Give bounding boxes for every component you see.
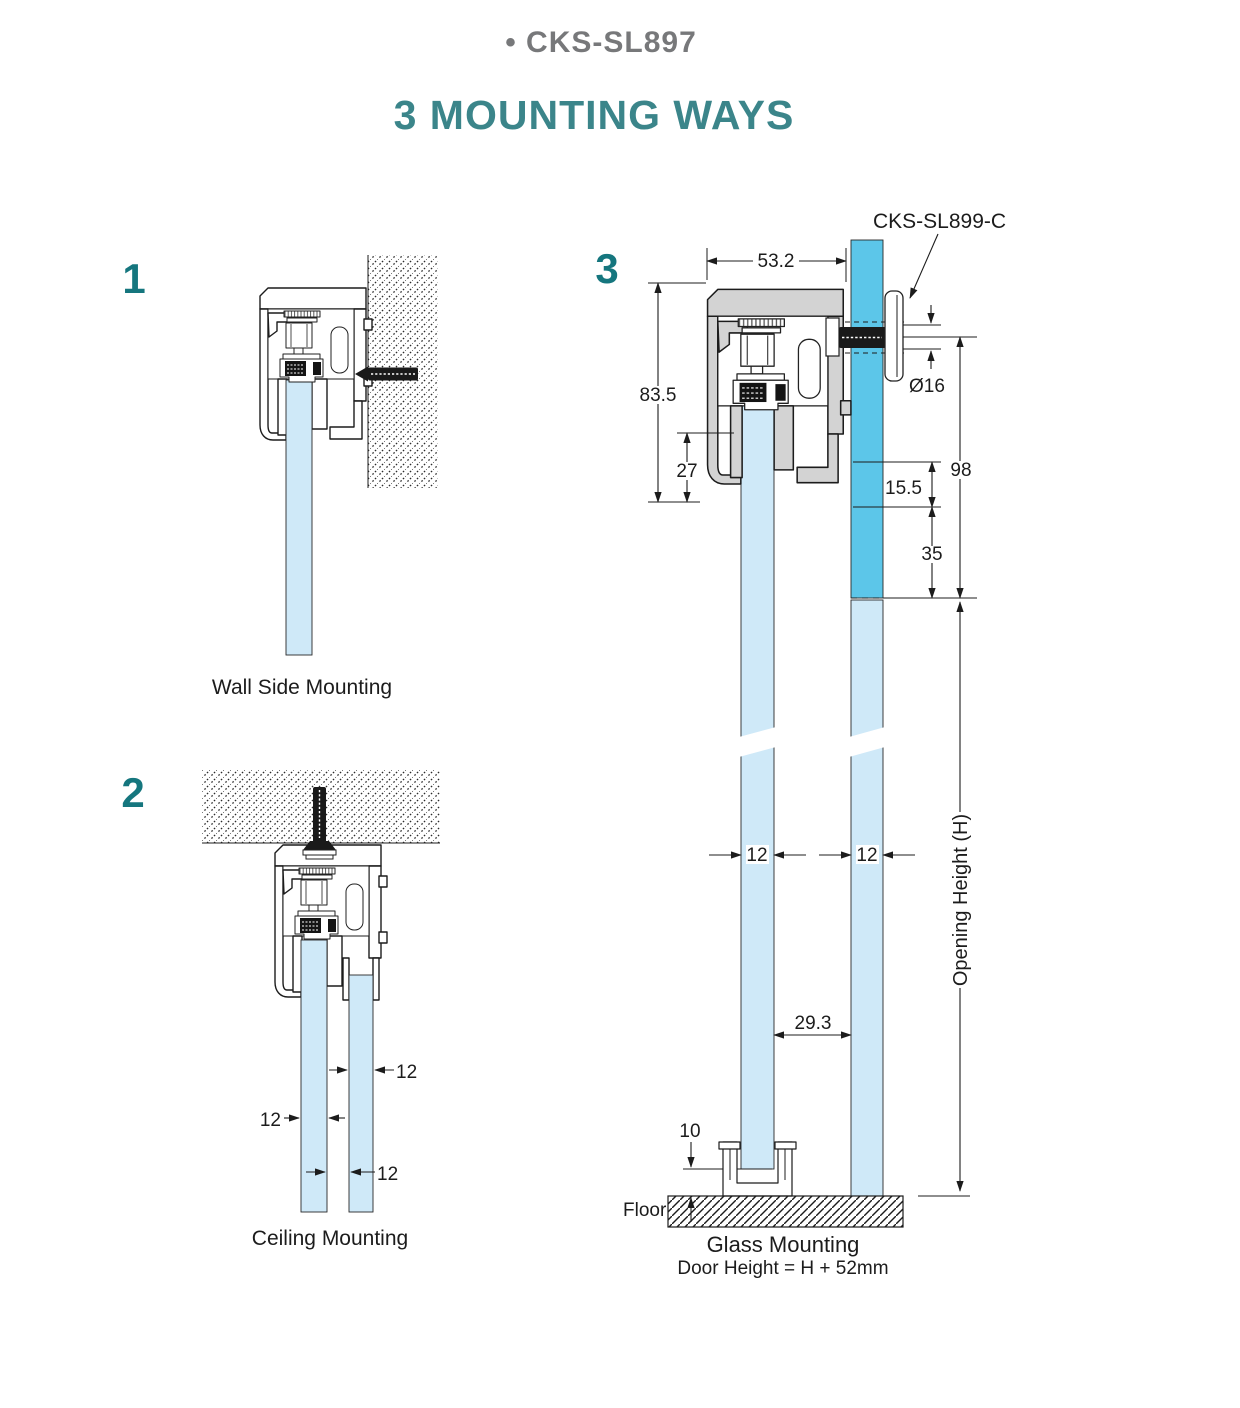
glass-point-fix-cap [884, 290, 904, 382]
ceiling-screw [302, 787, 337, 860]
svg-text:12: 12 [746, 845, 767, 866]
dim-glass-gap: 29.3 [773, 1013, 852, 1039]
svg-text:12: 12 [396, 1062, 417, 1083]
diagram-wall-side-mounting: 1 Wall Side Mounting [122, 255, 438, 699]
wall-screw [355, 366, 418, 382]
product-code: • CKS-SL897 [505, 26, 697, 59]
fixed-glass-panel [348, 974, 374, 1213]
dim-door-glass-thickness: 12 [709, 845, 806, 866]
floor-guide [718, 1141, 797, 1197]
part-label: CKS-SL899-C [873, 210, 1006, 233]
caption-wall-side: Wall Side Mounting [212, 676, 392, 699]
svg-text:10: 10 [679, 1121, 700, 1142]
dim-cap-diameter: Ø16 [903, 305, 945, 397]
page-title: 3 MOUNTING WAYS [393, 92, 795, 138]
break-mark-door [739, 727, 776, 757]
svg-text:35: 35 [921, 544, 942, 565]
svg-text:27: 27 [676, 461, 697, 482]
svg-text:15.5: 15.5 [885, 478, 922, 499]
door-glass-panel [300, 939, 328, 1213]
svg-text:83.5: 83.5 [640, 385, 677, 406]
caption-ceiling: Ceiling Mounting [252, 1227, 408, 1250]
svg-text:98: 98 [950, 460, 971, 481]
dim-track-width: 53.2 [706, 248, 847, 282]
svg-text:Opening Height (H): Opening Height (H) [950, 814, 972, 986]
svg-text:12: 12 [260, 1110, 281, 1131]
door-height-formula: Door Height = H + 52mm [677, 1258, 888, 1279]
dim-track-height: 83.5 [637, 282, 706, 503]
fixed-glass-panel [850, 239, 884, 599]
dim-overlap: 35 [917, 506, 947, 599]
part-label-leader: CKS-SL899-C [873, 210, 1006, 299]
dim-bolt-offset: 15.5 [853, 461, 941, 508]
svg-text:12: 12 [856, 845, 877, 866]
dim-door-glass-thickness: 12 [260, 1110, 345, 1131]
diagram-glass-mounting: 3 CKS-SL899-C [595, 210, 1006, 1279]
caption-glass-mounting: Glass Mounting [707, 1232, 860, 1257]
dim-glass-drop: 98 [903, 336, 977, 599]
glass-bolt [825, 317, 906, 357]
dim-opening-height: Opening Height (H) [918, 601, 972, 1197]
diagram-number-1: 1 [122, 255, 145, 302]
svg-text:53.2: 53.2 [758, 251, 795, 272]
door-glass-panel [740, 404, 775, 1170]
dim-clamp-height: 27 [672, 432, 734, 503]
dim-fixed-glass-thickness: 12 [329, 1062, 417, 1083]
break-mark-fixed [849, 727, 885, 757]
diagram-number-3: 3 [595, 245, 618, 292]
fixed-glass-lower [850, 599, 884, 1197]
svg-text:Ø16: Ø16 [909, 376, 945, 397]
dim-fixed-glass-thickness: 12 [819, 845, 915, 866]
door-glass-panel [285, 379, 313, 656]
svg-text:12: 12 [377, 1164, 398, 1185]
diagram-ceiling-mounting: 2 12 12 12 [121, 769, 440, 1250]
diagram-number-2: 2 [121, 769, 144, 816]
dim-glass-gap: 12 [306, 1164, 398, 1185]
floor-label: Floor [623, 1200, 667, 1221]
svg-text:29.3: 29.3 [795, 1013, 832, 1034]
floor-hatch [667, 1195, 904, 1228]
